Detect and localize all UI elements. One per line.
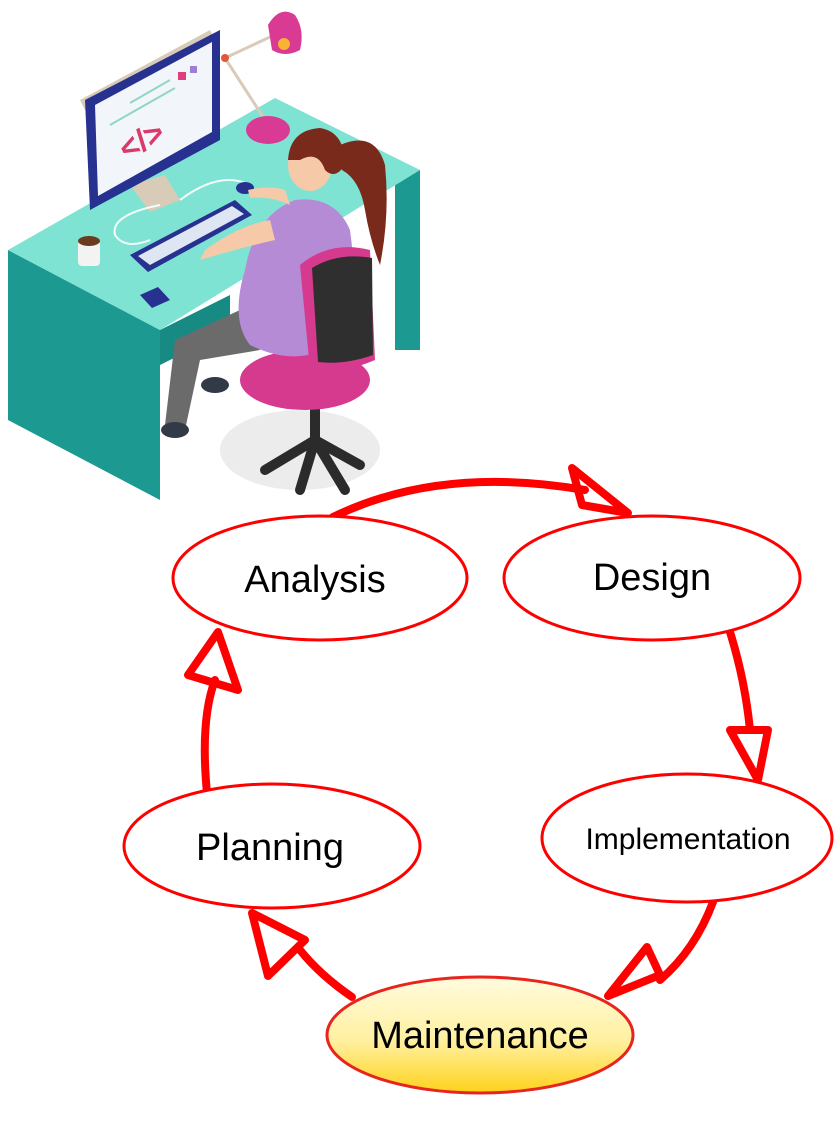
- arrowhead-implementation-icon: [726, 726, 772, 784]
- node-analysis: Analysis: [171, 514, 469, 642]
- arrowhead-design-icon: [568, 464, 632, 517]
- node-label-maintenance: Maintenance: [371, 1015, 589, 1057]
- arrowhead-planning-icon: [248, 909, 309, 980]
- hair: [288, 128, 345, 174]
- node-label-design: Design: [593, 557, 711, 599]
- screen-block: [190, 66, 197, 73]
- arrow-implementation-to-maintenance: [656, 898, 717, 984]
- ponytail: [340, 140, 387, 265]
- shoe: [161, 422, 189, 438]
- arrow-maintenance-to-planning: [296, 946, 356, 1001]
- lamp-bulb: [278, 38, 290, 50]
- arm: [248, 187, 290, 205]
- chair-back-inner: [312, 256, 373, 363]
- shoe: [201, 377, 229, 393]
- coffee-cup: [78, 240, 100, 266]
- lamp-base: [246, 116, 290, 144]
- lamp-shade: [268, 11, 302, 55]
- keyboard-keys: [138, 206, 244, 265]
- node-label-planning: Planning: [196, 827, 344, 869]
- phone: [140, 287, 170, 308]
- node-maintenance: Maintenance: [325, 975, 635, 1095]
- node-design: Design: [502, 514, 802, 642]
- lamp-arm: [223, 57, 267, 121]
- arrowhead-analysis-icon: [184, 628, 242, 694]
- monitor-screen: [95, 42, 212, 196]
- lamp-joint: [221, 54, 229, 62]
- arrowhead-maintenance-icon: [604, 943, 664, 1000]
- arm: [200, 220, 275, 260]
- desk-side: [8, 250, 160, 500]
- screen-block: [178, 72, 186, 80]
- monitor-stand: [130, 175, 180, 212]
- coffee: [78, 236, 100, 246]
- node-implementation: Implementation: [540, 772, 834, 904]
- node-planning: Planning: [122, 782, 422, 910]
- screen-line: [109, 87, 176, 126]
- node-label-implementation: Implementation: [585, 823, 790, 856]
- desk-right-leg: [395, 170, 420, 350]
- screen-line: [129, 79, 171, 104]
- arrow-design-to-implementation: [726, 628, 754, 734]
- node-label-analysis: Analysis: [244, 559, 386, 601]
- arrow-analysis-to-design: [329, 477, 589, 521]
- developer-illustration: </>: [8, 11, 420, 500]
- legs: [165, 310, 260, 430]
- arrow-planning-to-analysis: [200, 676, 219, 797]
